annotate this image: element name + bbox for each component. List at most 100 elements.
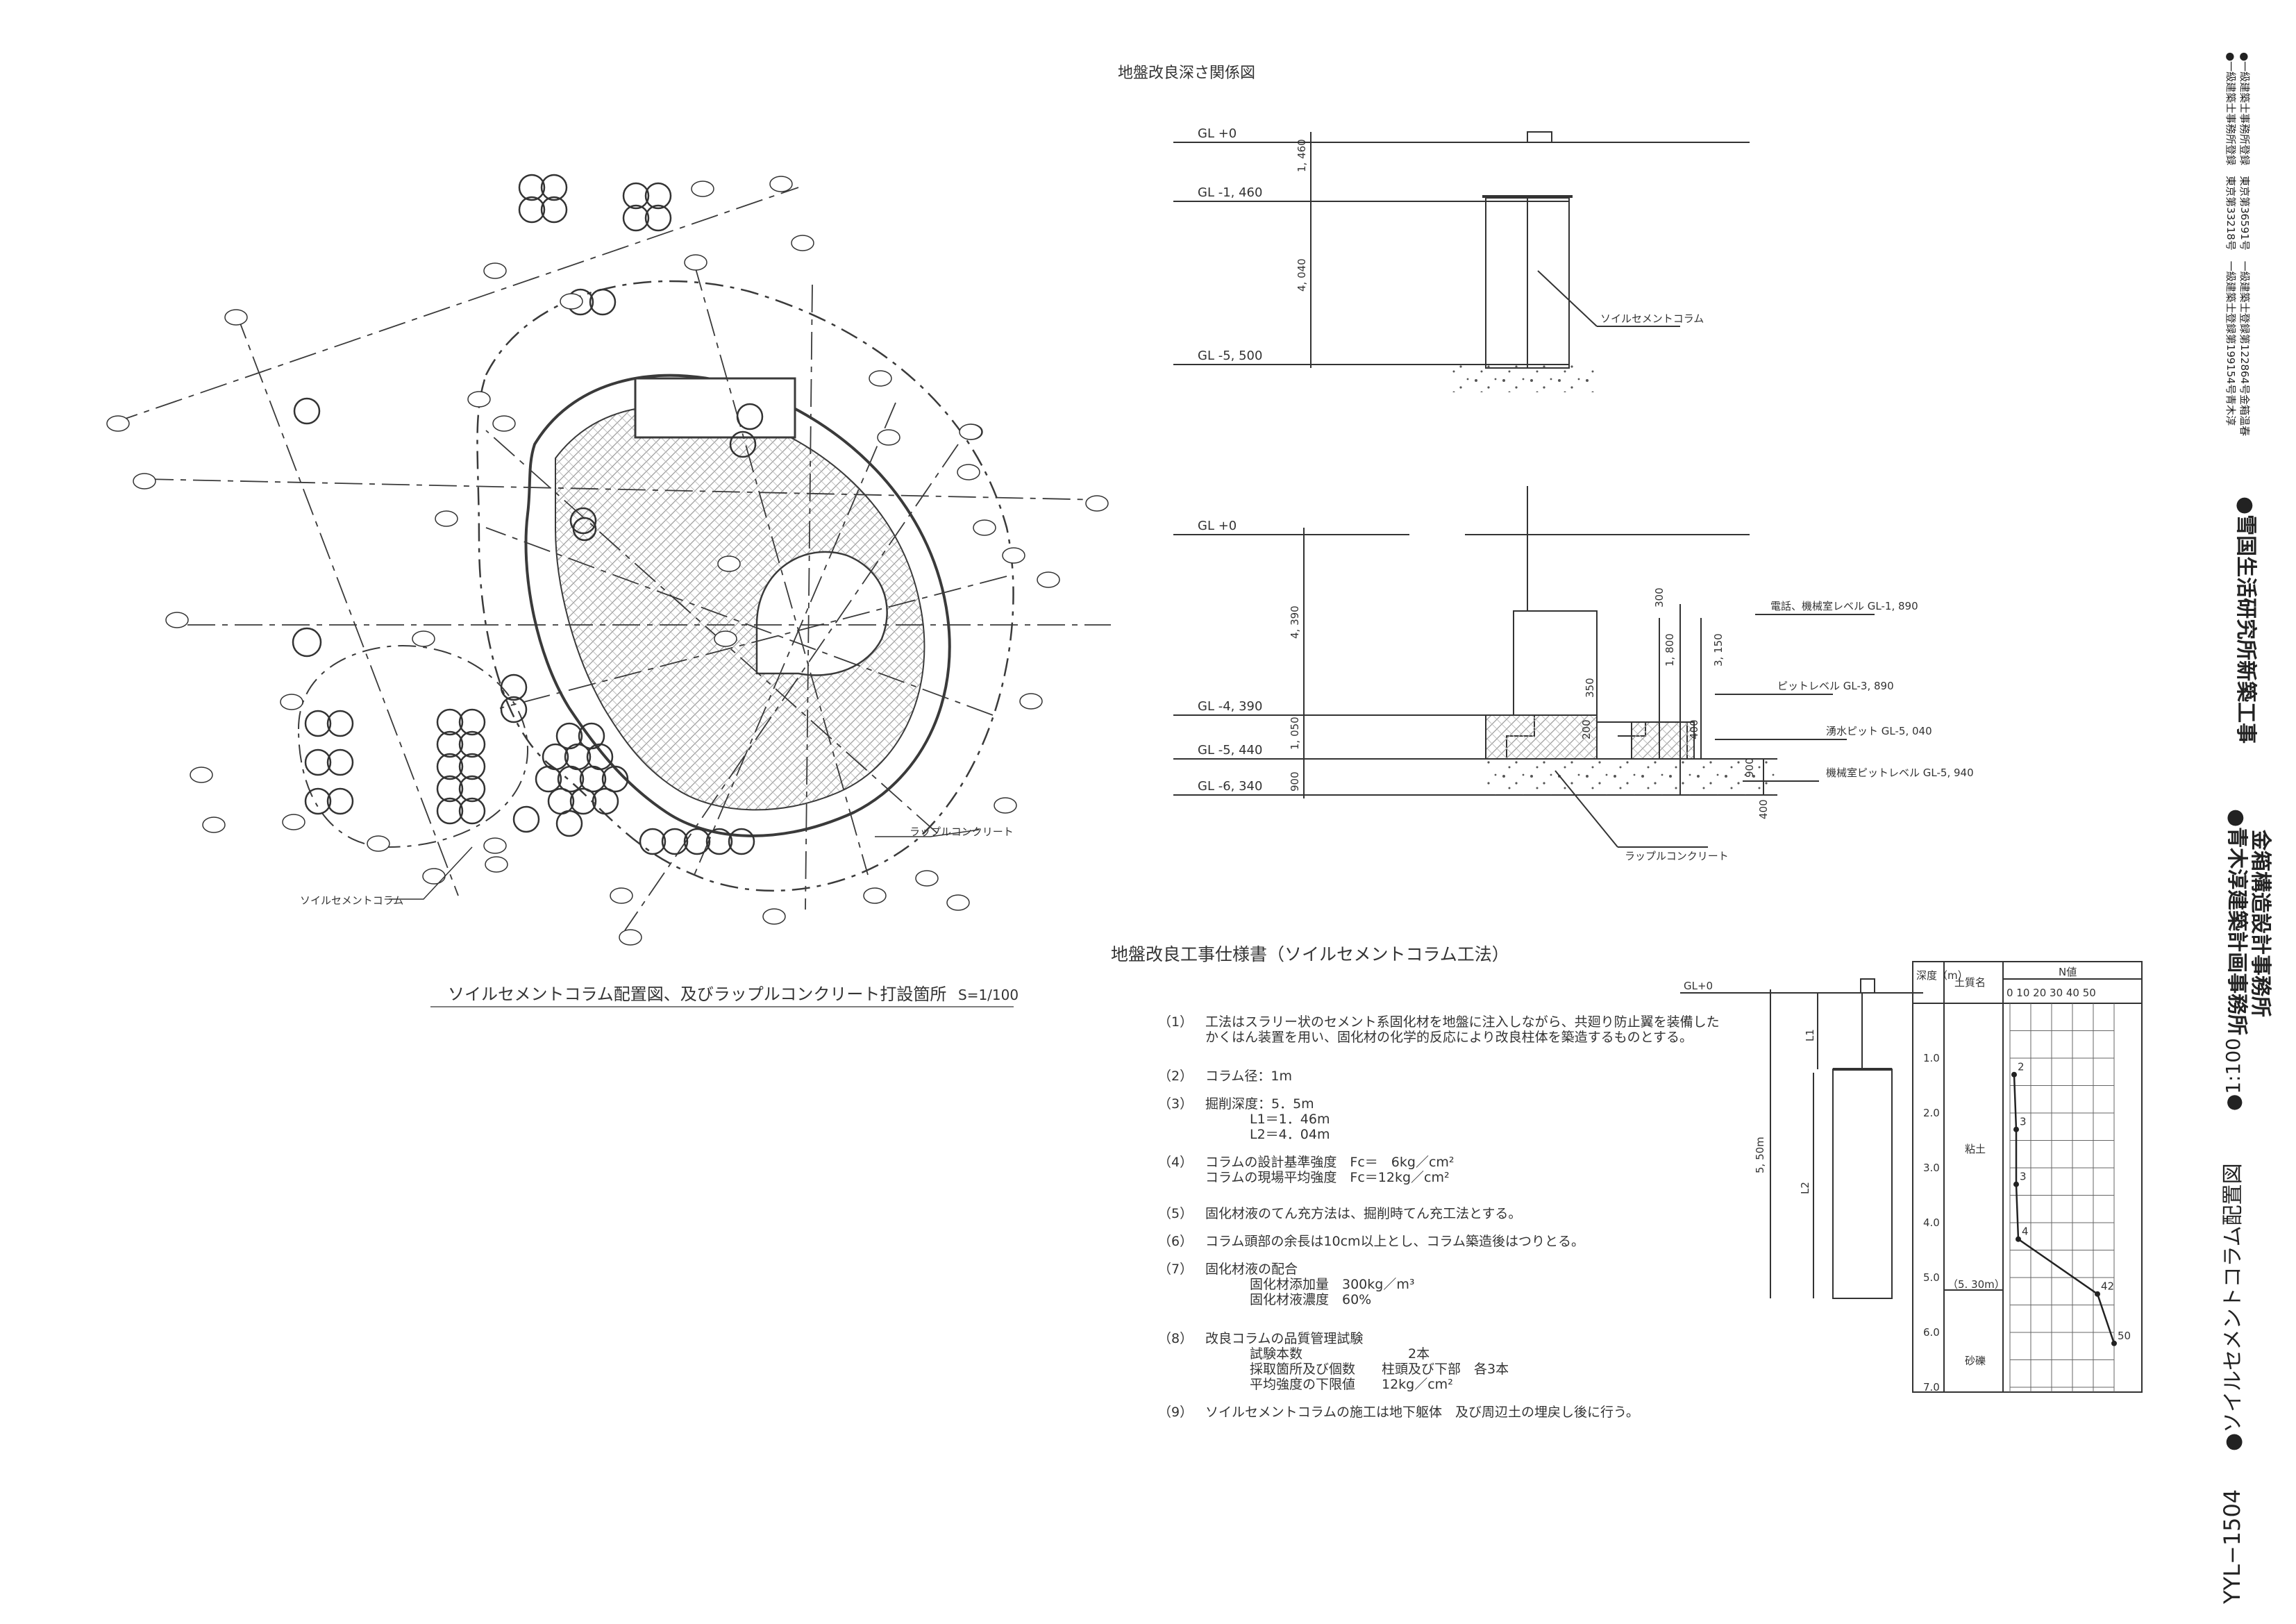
spec-item-line: コラムの現場平均強度 Fc＝12kg／cm² xyxy=(1205,1170,1450,1185)
spec-item-line: ソイルセメントコラムの施工は地下躯体 及び周辺土の埋戻し後に行う。 xyxy=(1205,1405,1639,1420)
boring-log xyxy=(1912,961,2143,1393)
notch-top xyxy=(634,377,796,439)
grid-marker-bubble xyxy=(422,868,446,885)
lower-dim-0: 4, 390 xyxy=(1289,605,1301,639)
soil-cement-column xyxy=(622,182,650,210)
n-value-label: 3 xyxy=(2020,1171,2027,1183)
grid-marker-bubble xyxy=(282,814,305,830)
soil-cement-column xyxy=(458,797,486,825)
spec-item-line: 固化材液の配合 xyxy=(1205,1262,1298,1277)
grid-marker-bubble xyxy=(610,887,633,904)
section-title: 地盤改良深さ関係図 xyxy=(1118,65,1255,82)
soil-cement-column xyxy=(589,288,617,316)
grid-marker-bubble xyxy=(946,894,970,911)
soil-cement-column xyxy=(644,204,672,232)
tb-qual-0: ●一級建築士事務所登録 東京第33218号 一級建築士登録第199154号青木淳 xyxy=(2224,52,2237,426)
detail-dim-1: L1 xyxy=(1804,1029,1816,1041)
grid-marker-bubble xyxy=(483,262,507,279)
n-value-point xyxy=(2111,1340,2117,1346)
soil-cement-column xyxy=(644,182,672,210)
grid-marker-bubble xyxy=(959,424,982,440)
soil-cement-column xyxy=(458,708,486,736)
plan-leaders xyxy=(389,829,980,900)
column-layout-plan xyxy=(110,187,1111,931)
soil-cement-column xyxy=(518,196,546,224)
soil-cement-column xyxy=(436,708,464,736)
soil-cement-column xyxy=(326,787,354,815)
spec-item-number: （4） xyxy=(1158,1155,1193,1170)
grid-marker-bubble xyxy=(485,856,508,873)
spec-title: 地盤改良工事仕様書（ソイルセメントコラム工法） xyxy=(1111,944,1509,964)
grid-marker-bubble xyxy=(224,309,248,326)
grid-line xyxy=(694,402,896,876)
spec-item-number: （9） xyxy=(1158,1405,1193,1420)
boring-soil-0: 粘土 xyxy=(1965,1143,1986,1155)
grid-marker-bubble xyxy=(714,630,737,647)
grid-line xyxy=(145,478,1105,501)
grid-marker-bubble xyxy=(190,767,213,783)
boring-layer-depth: （5. 30m） xyxy=(1947,1278,2005,1291)
soil-cement-column xyxy=(705,828,733,855)
grid-marker-bubble xyxy=(973,519,996,536)
soil-cement-column xyxy=(579,765,607,793)
grid-line xyxy=(499,576,1007,709)
upper-dim-0: 1, 460 xyxy=(1296,139,1308,172)
lower-dim-4: 1, 800 xyxy=(1664,633,1676,667)
grid-marker-bubble xyxy=(915,870,939,887)
spec-item-line: 平均強度の下限値 12kg／cm² xyxy=(1250,1377,1453,1392)
tb-project: ●雪国生活研究所新築工事 xyxy=(2234,496,2258,744)
lower-dim-8: 400 xyxy=(1688,719,1700,739)
detail-gl: GL+0 xyxy=(1684,980,1713,992)
n-value-point xyxy=(2013,1181,2019,1187)
grid-marker-bubble xyxy=(994,797,1017,814)
n-value-label: 50 xyxy=(2118,1330,2131,1342)
soil-cement-column xyxy=(326,710,354,737)
spec-item-line: 改良コラムの品質管理試験 xyxy=(1205,1331,1363,1346)
lower-dim-6: 350 xyxy=(1584,678,1596,698)
soil-cement-column xyxy=(293,397,321,425)
spec-item-line: かくはん装置を用い、固化材の化学的反応により改良柱体を築造するものとする。 xyxy=(1205,1030,1693,1045)
lower-dim-9: 900 xyxy=(1743,757,1756,778)
upper-section xyxy=(1173,131,1750,392)
upper-level-2: GL -5, 500 xyxy=(1198,349,1262,363)
grid-line xyxy=(235,312,459,896)
n-value-point xyxy=(2013,1126,2019,1132)
soil-cement-column xyxy=(728,828,755,855)
grid-marker-bubble xyxy=(1019,693,1043,710)
lower-level-0: GL +0 xyxy=(1198,519,1237,533)
soil-cement-column xyxy=(569,787,597,815)
lower-note-3: 機械室ピットレベル GL-5, 940 xyxy=(1826,767,1974,779)
grid-marker-bubble xyxy=(717,555,741,572)
grid-marker-bubble xyxy=(280,694,303,710)
spec-item-line: 工法はスラリー状のセメント系固化材を地盤に注入しながら、共廻り防止翼を装備した xyxy=(1205,1014,1720,1030)
boring-n-scale: 0 10 20 30 40 50 xyxy=(2006,987,2096,999)
tb-office-1: ●青木淳建築計画事務所 xyxy=(2224,809,2249,1035)
spec-item-number: （8） xyxy=(1158,1331,1193,1346)
soil-cement-column xyxy=(592,787,619,815)
lower-level-1: GL -4, 390 xyxy=(1198,699,1262,714)
lower-dim-10: 400 xyxy=(1757,799,1770,819)
boring-grid xyxy=(2009,1003,2115,1392)
soil-cement-column xyxy=(304,748,332,776)
n-value-label: 2 xyxy=(2018,1061,2025,1073)
grid-markers xyxy=(106,176,1109,946)
lower-section xyxy=(1173,486,1875,848)
soil-cement-column xyxy=(557,765,585,793)
soil-cement-column xyxy=(292,627,322,658)
lower-note-2: 湧水ピット GL-5, 040 xyxy=(1826,725,1932,737)
lower-dim-5: 3, 150 xyxy=(1712,633,1725,667)
grid-line xyxy=(485,430,938,834)
spec-item-line: L1＝1．46m xyxy=(1250,1112,1330,1127)
soil-cement-column xyxy=(304,787,332,815)
depth-label: 6.0 xyxy=(1923,1326,1940,1339)
tb-drawing-title: ●ソイルセメントコラム配置図 xyxy=(2221,1163,2245,1451)
grid-marker-bubble xyxy=(691,181,714,197)
upper-level-1: GL -1, 460 xyxy=(1198,185,1262,200)
n-value-point xyxy=(2095,1291,2100,1297)
grid-marker-bubble xyxy=(560,293,583,310)
soil-cement-column xyxy=(326,748,354,776)
soil-cement-column xyxy=(736,403,764,430)
soil-cement-column xyxy=(540,196,568,224)
soil-cement-column xyxy=(555,810,583,837)
spec-item-number: （2） xyxy=(1158,1069,1193,1084)
